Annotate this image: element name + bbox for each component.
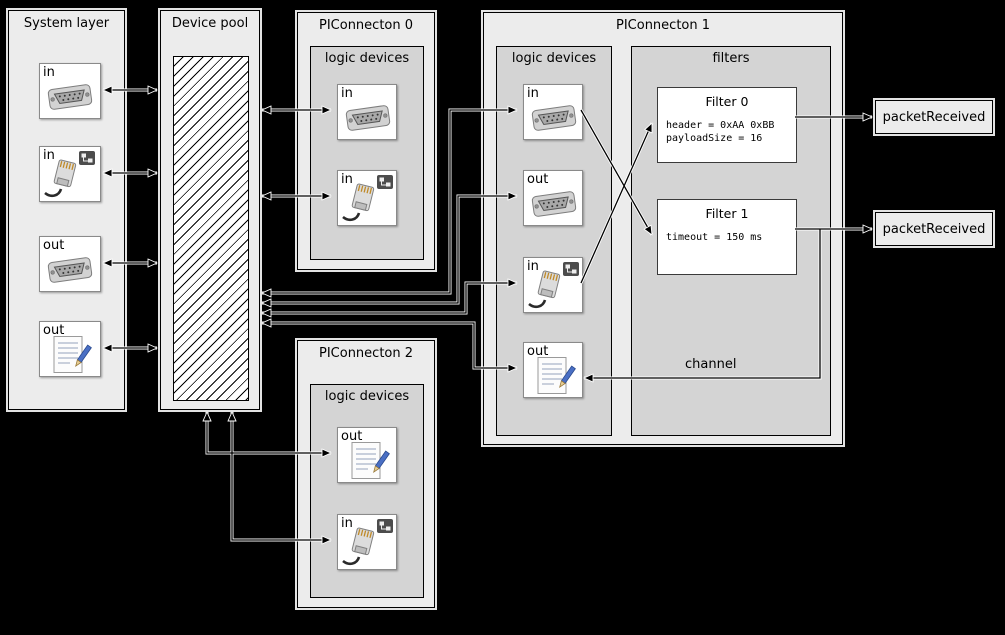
panel-piconnecton-1: PIConnecton 1 logic devices in out in ou… [481, 10, 845, 447]
device-label: in [341, 516, 353, 531]
device-label: out [527, 172, 549, 187]
device-label: in [43, 65, 55, 80]
packet-received-box-1: packetReceived [873, 210, 995, 248]
piconnecton-0-title: PIConnecton 0 [318, 18, 414, 33]
device-label: out [527, 344, 549, 359]
piconnecton-1-title: PIConnecton 1 [615, 18, 711, 33]
logic-devices-section: logic devices out in [310, 384, 424, 598]
notepad-icon [345, 440, 391, 482]
device-out-notepad: out [337, 427, 397, 483]
filters-title: filters [712, 51, 750, 66]
logic-devices-title: logic devices [511, 51, 597, 66]
arrow-pool-pic1-in-ethernet [262, 283, 517, 313]
device-in-serial: in [39, 63, 101, 119]
logic-devices-title: logic devices [324, 389, 410, 404]
device-label: in [341, 172, 353, 187]
device-label: out [43, 323, 65, 338]
serial-port-icon [531, 184, 577, 224]
device-label: in [527, 259, 539, 274]
device-pool-title: Device pool [171, 16, 249, 31]
filter-1-box: Filter 1 timeout = 150 ms [657, 199, 797, 275]
filter-0-params: header = 0xAA 0xBB payloadSize = 16 [658, 119, 796, 145]
serial-port-icon [531, 98, 577, 138]
logic-devices-title: logic devices [324, 51, 410, 66]
device-label: in [43, 148, 55, 163]
serial-port-icon [345, 98, 391, 138]
device-in-ethernet: in [523, 257, 583, 313]
filter-param: header = 0xAA 0xBB [666, 120, 775, 131]
filter-0-box: Filter 0 header = 0xAA 0xBB payloadSize … [657, 87, 797, 163]
device-label: in [341, 86, 353, 101]
channel-label: channel [685, 357, 737, 372]
filters-section: filters Filter 0 header = 0xAA 0xBB payl… [631, 46, 831, 436]
panel-piconnecton-2: PIConnecton 2 logic devices out in [295, 338, 437, 610]
device-in-serial: in [523, 84, 583, 140]
device-in-ethernet: in [39, 146, 101, 202]
filter-param: timeout = 150 ms [666, 232, 763, 243]
packet-received-label: packetReceived [882, 109, 986, 125]
filter-1-title: Filter 1 [705, 206, 749, 221]
device-in-serial: in [337, 84, 397, 140]
device-label: out [341, 429, 363, 444]
device-in-ethernet: in [337, 170, 397, 226]
serial-port-icon [47, 77, 93, 117]
packet-received-box-0: packetReceived [873, 98, 995, 136]
filter-1-params: timeout = 150 ms [658, 231, 796, 244]
device-out-notepad: out [39, 321, 101, 377]
device-in-ethernet: in [337, 514, 397, 570]
device-out-serial: out [523, 170, 583, 226]
packet-received-label: packetReceived [882, 221, 986, 237]
logic-devices-section: logic devices in in [310, 46, 424, 260]
panel-device-pool: Device pool [158, 8, 262, 412]
device-pool-hatch [173, 56, 249, 401]
notepad-icon [47, 334, 93, 376]
piconnecton-2-title: PIConnecton 2 [318, 346, 414, 361]
filter-param: payloadSize = 16 [666, 133, 763, 144]
system-layer-title: System layer [23, 16, 110, 31]
panel-system-layer: System layer in in out out [6, 8, 127, 412]
notepad-icon [531, 355, 577, 397]
serial-port-icon [47, 250, 93, 290]
device-label: out [43, 238, 65, 253]
device-out-serial: out [39, 236, 101, 292]
filter-0-title: Filter 0 [705, 94, 749, 109]
device-label: in [527, 86, 539, 101]
logic-devices-section: logic devices in out in out [496, 46, 612, 436]
panel-piconnecton-0: PIConnecton 0 logic devices in in [295, 10, 437, 272]
device-out-notepad: out [523, 342, 583, 398]
